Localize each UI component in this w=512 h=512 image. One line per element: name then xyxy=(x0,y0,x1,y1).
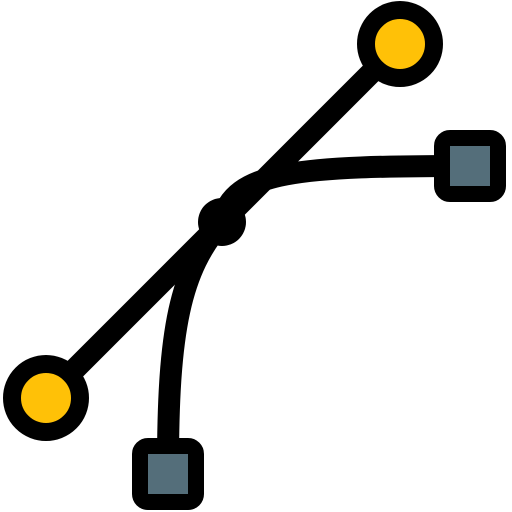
anchor-point-top-right[interactable] xyxy=(357,1,443,87)
anchor-point-bottom-left[interactable] xyxy=(3,355,89,441)
control-handle-bottom[interactable] xyxy=(132,438,204,510)
pivot-point[interactable] xyxy=(198,198,246,246)
control-handle-right[interactable] xyxy=(434,130,506,202)
